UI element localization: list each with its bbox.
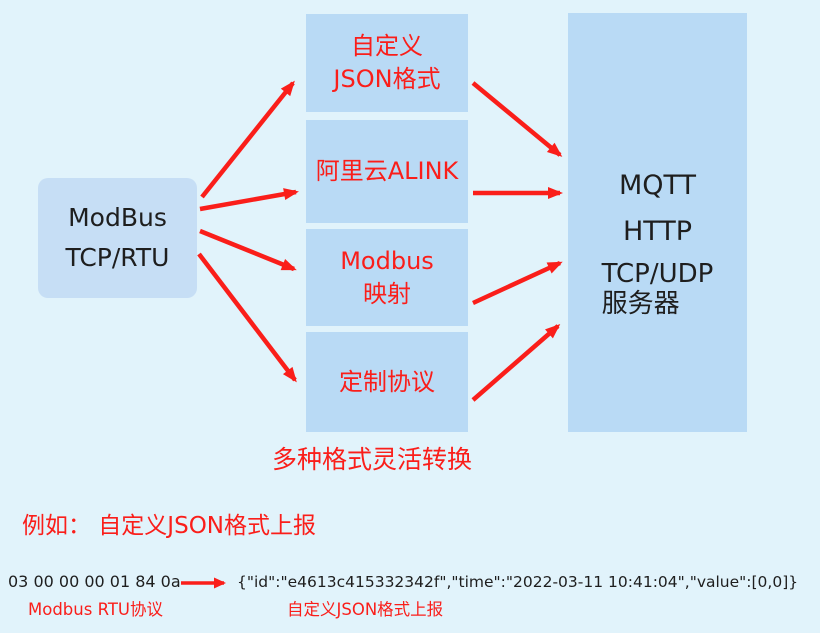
arrow-source-to-alink: [199, 188, 299, 212]
format-box-line: 定制协议: [339, 367, 435, 396]
server-box-text: MQTT HTTP TCP/UDP 服务器: [568, 163, 747, 319]
source-box-line: ModBus: [68, 203, 167, 232]
diagram-caption: 多种格式灵活转换: [272, 445, 473, 474]
format-box-line: JSON格式: [333, 65, 441, 93]
format-box-line: 阿里云ALINK: [315, 157, 459, 185]
arrow-custom-protocol-to-server: [471, 324, 561, 402]
format-box-line: 自定义: [351, 32, 423, 60]
modbus-source-box: ModBus TCP/RTU: [38, 178, 197, 298]
format-box-alink: 阿里云ALINK: [306, 120, 468, 223]
server-protocol-http: HTTP: [622, 216, 693, 247]
example-json-label: 自定义JSON格式上报: [287, 600, 444, 619]
arrow-source-to-custom-protocol: [197, 252, 297, 383]
format-box-line: Modbus: [340, 246, 434, 275]
server-protocol-mqtt: MQTT: [618, 170, 697, 201]
server-protocol-tcp-udp: TCP/UDP 服务器: [602, 259, 714, 319]
server-box: MQTT HTTP TCP/UDP 服务器: [568, 13, 747, 432]
server-tcp-line: 服务器: [601, 289, 680, 319]
format-box-custom-json: 自定义 JSON格式: [306, 14, 468, 112]
example-hex-payload: 03 00 00 00 01 84 0a: [8, 572, 181, 591]
format-box-custom-protocol: 定制协议: [306, 332, 468, 432]
arrow-modbus-map-to-server: [472, 260, 563, 306]
example-json-payload: {"id":"e4613c415332342f","time":"2022-03…: [237, 573, 799, 591]
source-box-line: TCP/RTU: [65, 243, 170, 272]
example-hex-label: Modbus RTU协议: [28, 600, 163, 619]
server-tcp-line: TCP/UDP: [601, 259, 714, 289]
arrow-custom-json-to-server: [471, 81, 563, 157]
format-box-line: 映射: [363, 279, 411, 308]
arrow-source-to-custom-json: [200, 80, 295, 199]
format-box-modbus-map: Modbus 映射: [306, 229, 468, 326]
example-heading: 例如： 自定义JSON格式上报: [22, 513, 317, 539]
arrow-source-to-modbus-map: [199, 228, 297, 272]
